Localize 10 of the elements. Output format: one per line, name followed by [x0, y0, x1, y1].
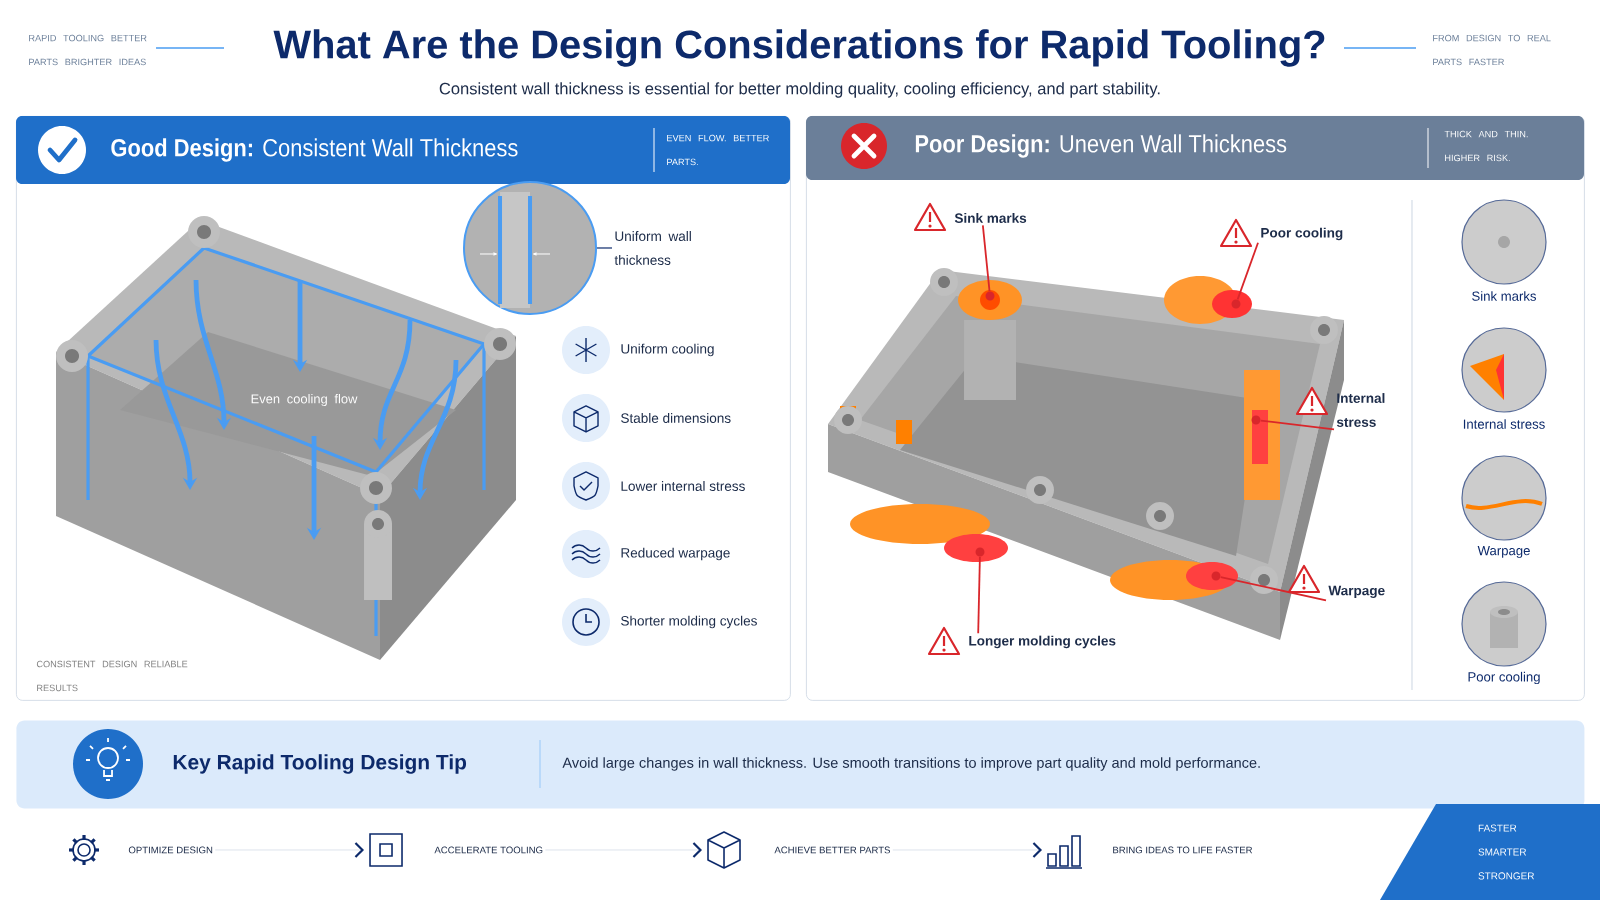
leader-line — [596, 247, 613, 249]
subtitle: Consistent wall thickness is essential for better molding quality, cooling efficiency, and part stability. — [439, 82, 1160, 98]
leader-line — [1236, 241, 1259, 301]
inset-magnifier — [463, 181, 597, 315]
chevron-arrow — [545, 842, 702, 858]
leader-line — [1259, 419, 1335, 431]
title: What Are the Design Considerations for Rapid Tooling? — [273, 29, 1325, 67]
leader-line — [981, 224, 991, 292]
chevron-arrow — [214, 842, 364, 858]
chevron-arrow — [892, 842, 1042, 858]
